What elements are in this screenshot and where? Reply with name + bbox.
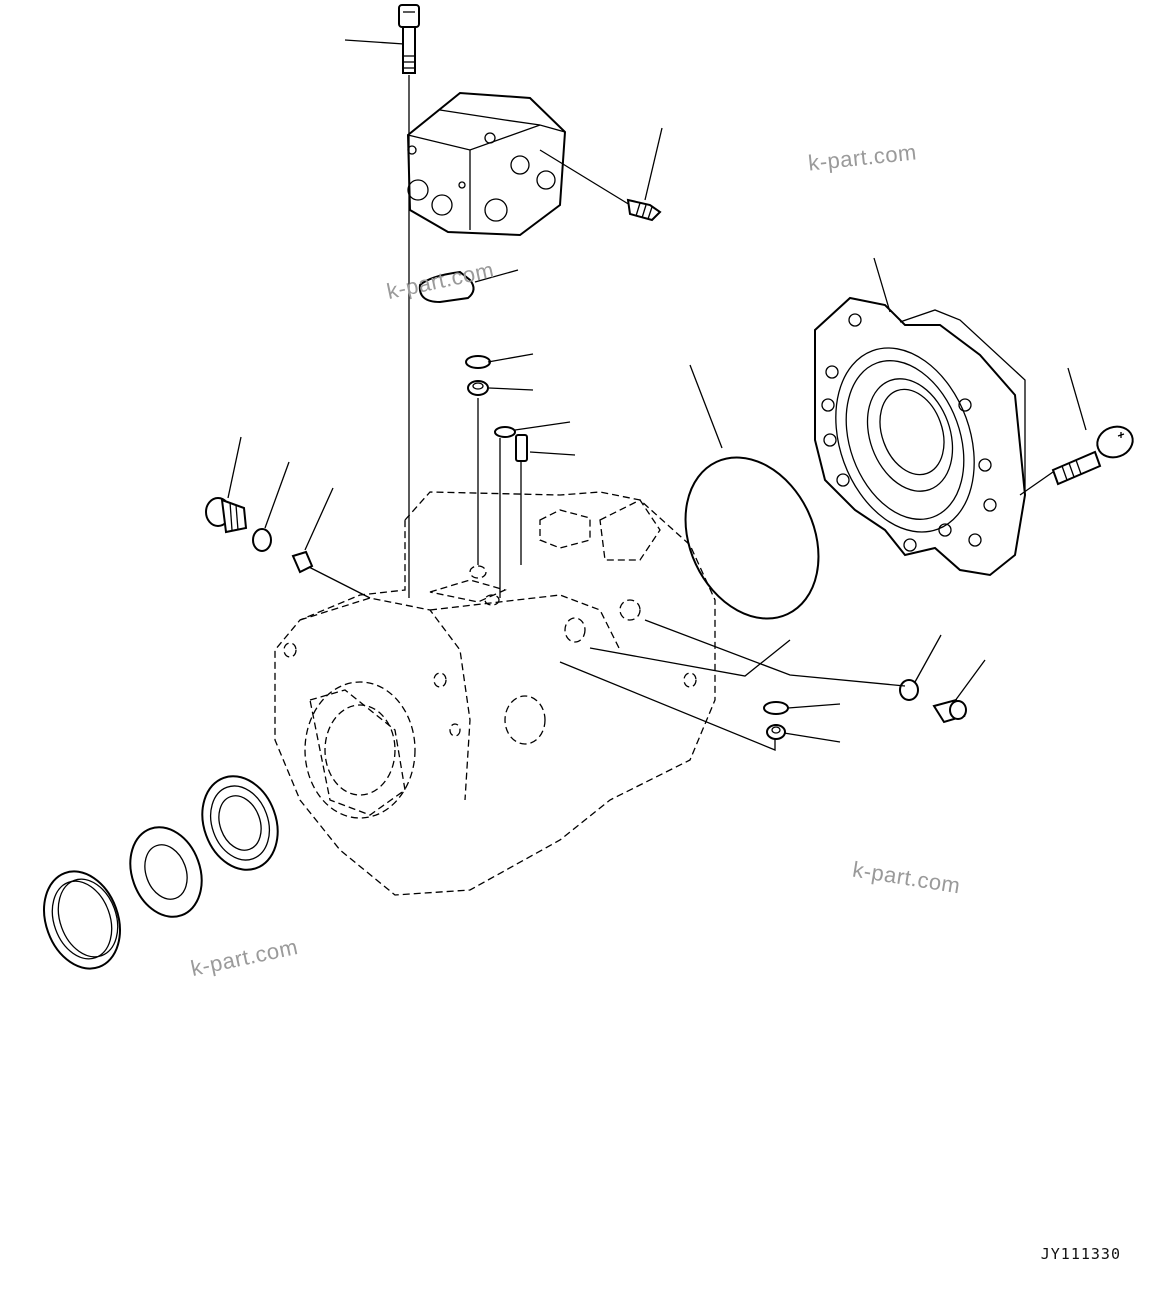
socket-head-bolt — [398, 4, 420, 74]
end-cover-flange — [814, 296, 1027, 577]
o-ring-lower — [763, 701, 789, 715]
large-o-ring — [684, 456, 820, 620]
control-valve-block — [406, 91, 567, 237]
spacer-nut-lower — [766, 724, 786, 740]
drain-plug-right — [932, 698, 967, 724]
drain-plug-left — [205, 497, 248, 534]
valve-gasket — [418, 270, 475, 304]
pump-housing — [274, 491, 716, 896]
bearing — [129, 826, 203, 918]
shaft-seal-outer — [201, 775, 279, 871]
spacer-nut — [467, 380, 489, 396]
o-ring-left — [252, 528, 272, 552]
o-ring-small-middle — [494, 426, 516, 438]
cover-bolt — [1051, 425, 1134, 486]
o-ring-right — [899, 679, 919, 701]
drawing-code: JY111330 — [1040, 1245, 1121, 1263]
fitting-left — [291, 550, 314, 574]
dowel-pin — [515, 434, 528, 462]
shaft-seal-inner — [43, 870, 121, 970]
pressure-sensor — [626, 198, 662, 222]
leader-lines — [227, 39, 1087, 751]
o-ring-small-top — [465, 355, 491, 369]
